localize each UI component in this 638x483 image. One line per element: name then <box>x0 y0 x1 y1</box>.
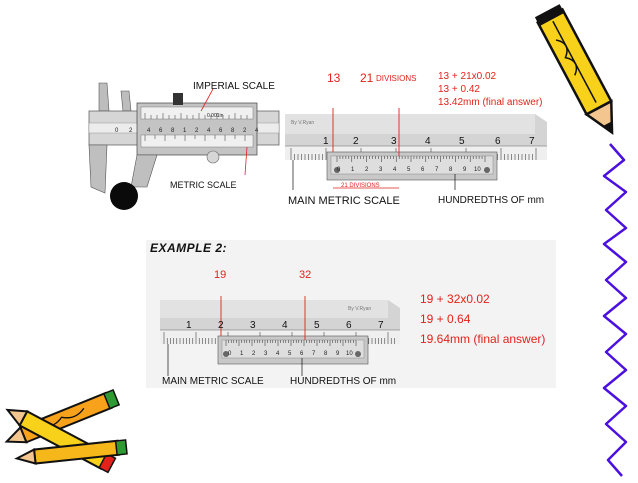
example2-credit: By V.Ryan <box>348 306 371 312</box>
example1-main-num-5: 5 <box>459 136 465 147</box>
example2-heading: EXAMPLE 2: <box>150 241 228 255</box>
pencil-icon <box>534 4 614 135</box>
caliper-inch-tick-9: 8 <box>231 128 235 134</box>
example1-vern-num-5: 5 <box>407 167 411 173</box>
pencil-bundle-bottom-left <box>2 380 132 476</box>
example2-main-num-5: 5 <box>314 320 320 331</box>
example1-main-num-1: 1 <box>323 136 329 147</box>
example2-vern-num-10: 10 <box>346 351 353 357</box>
example2-vern-num-8: 8 <box>324 351 328 357</box>
example1-vern-num-9: 9 <box>463 167 467 173</box>
example2-calc-line1: 19 + 32x0.02 <box>420 292 490 306</box>
caliper-reading-label: 0.001in <box>207 113 224 119</box>
caliper-inch-tick-11: 4 <box>255 128 259 134</box>
caliper-inch-tick-2: 4 <box>147 128 151 134</box>
caliper-inch-tick-5: 1 <box>183 128 187 134</box>
example1-divisions-word: DIVISIONS <box>376 74 417 83</box>
example1-divisions-bracket: 21 DIVISIONS <box>341 183 380 189</box>
example2-calc-line2: 19 + 0.64 <box>420 312 471 326</box>
example1-main-num-3: 3 <box>391 136 397 147</box>
example1-vern-num-4: 4 <box>393 167 397 173</box>
caliper-inch-tick-0: 0 <box>115 128 119 134</box>
pencils-icon <box>4 388 128 474</box>
imperial-scale-label: IMPERIAL SCALE <box>193 81 275 92</box>
metric-scale-label: METRIC SCALE <box>170 180 237 190</box>
example2-vernier-illustration: 1 2 3 4 5 6 7 By V.Ryan 0 1 2 3 4 5 6 7 … <box>160 266 400 376</box>
example1-scale-diagram: 1 2 3 4 5 6 7 By V.Ryan 0 1 2 3 4 5 6 7 … <box>285 68 547 190</box>
caliper-inch-tick-3: 6 <box>159 128 163 134</box>
example1-vern-num-3: 3 <box>379 167 383 173</box>
example2-main-num-2: 2 <box>218 320 224 331</box>
example2-marker-divisions: 32 <box>299 269 312 281</box>
example2-scale-diagram: 1 2 3 4 5 6 7 By V.Ryan 0 1 2 3 4 5 6 7 … <box>160 266 400 376</box>
example2-vern-num-0: 0 <box>228 351 232 357</box>
example2-vern-num-6: 6 <box>300 351 304 357</box>
example1-vern-num-6: 6 <box>421 167 425 173</box>
example2-main-scale-label: MAIN METRIC SCALE <box>162 376 264 387</box>
example2-vern-num-2: 2 <box>252 351 256 357</box>
example2-main-num-1: 1 <box>186 320 192 331</box>
example1-calc-line3: 13.42mm (final answer) <box>438 97 543 108</box>
example2-calc-line3: 19.64mm (final answer) <box>420 332 546 346</box>
example1-calc-line2: 13 + 0.42 <box>438 84 480 95</box>
example1-vern-num-7: 7 <box>435 167 439 173</box>
example1-vern-num-10: 10 <box>474 167 481 173</box>
caliper-inch-tick-6: 2 <box>195 128 199 134</box>
example1-main-num-7: 7 <box>529 136 535 147</box>
pencil-top-right <box>532 2 632 150</box>
caliper-inch-tick-7: 4 <box>207 128 211 134</box>
example1-vern-num-0: 0 <box>337 167 341 173</box>
caliper-inch-tick-4: 8 <box>171 128 175 134</box>
example1-main-num-6: 6 <box>495 136 501 147</box>
caliper-inch-tick-10: 2 <box>243 128 247 134</box>
example1-vern-num-1: 1 <box>351 167 355 173</box>
example2-vern-num-9: 9 <box>336 351 340 357</box>
example2-vern-num-7: 7 <box>312 351 316 357</box>
example1-vern-num-2: 2 <box>365 167 369 173</box>
example2-vern-num-4: 4 <box>276 351 280 357</box>
example2-hundredths-label: HUNDREDTHS OF mm <box>290 376 397 387</box>
example2-vern-num-5: 5 <box>288 351 292 357</box>
page-border-wavy <box>596 140 636 478</box>
example2-main-num-7: 7 <box>378 320 384 331</box>
example1-marker-main: 13 <box>327 71 341 85</box>
example2-main-num-3: 3 <box>250 320 256 331</box>
example2-marker-main: 19 <box>214 269 227 281</box>
example1-main-scale-label: MAIN METRIC SCALE <box>288 195 400 207</box>
example2-main-num-6: 6 <box>346 320 352 331</box>
caliper-illustration: 0 2 4 6 8 1 2 4 6 8 2 4 0.001in <box>88 82 280 210</box>
example2-vern-num-1: 1 <box>240 351 244 357</box>
example1-vern-num-8: 8 <box>449 167 453 173</box>
example2-main-num-4: 4 <box>282 320 288 331</box>
example1-main-num-2: 2 <box>353 136 359 147</box>
caliper-inch-tick-8: 6 <box>219 128 223 134</box>
caliper-diagram: 0 2 4 6 8 1 2 4 6 8 2 4 0.001in <box>85 75 285 215</box>
example1-marker-divisions: 21 <box>360 71 374 85</box>
squiggle-border-icon <box>602 143 628 477</box>
example1-main-num-4: 4 <box>425 136 431 147</box>
example1-credit: By V.Ryan <box>291 120 314 126</box>
caliper-inch-tick-1: 2 <box>129 128 133 134</box>
example1-hundredths-label: HUNDREDTHS OF mm <box>438 195 545 206</box>
example1-calc-line1: 13 + 21x0.02 <box>438 71 497 82</box>
example2-vern-num-3: 3 <box>264 351 268 357</box>
example1-vernier-illustration: 1 2 3 4 5 6 7 By V.Ryan 0 1 2 3 4 5 6 7 … <box>285 68 547 190</box>
